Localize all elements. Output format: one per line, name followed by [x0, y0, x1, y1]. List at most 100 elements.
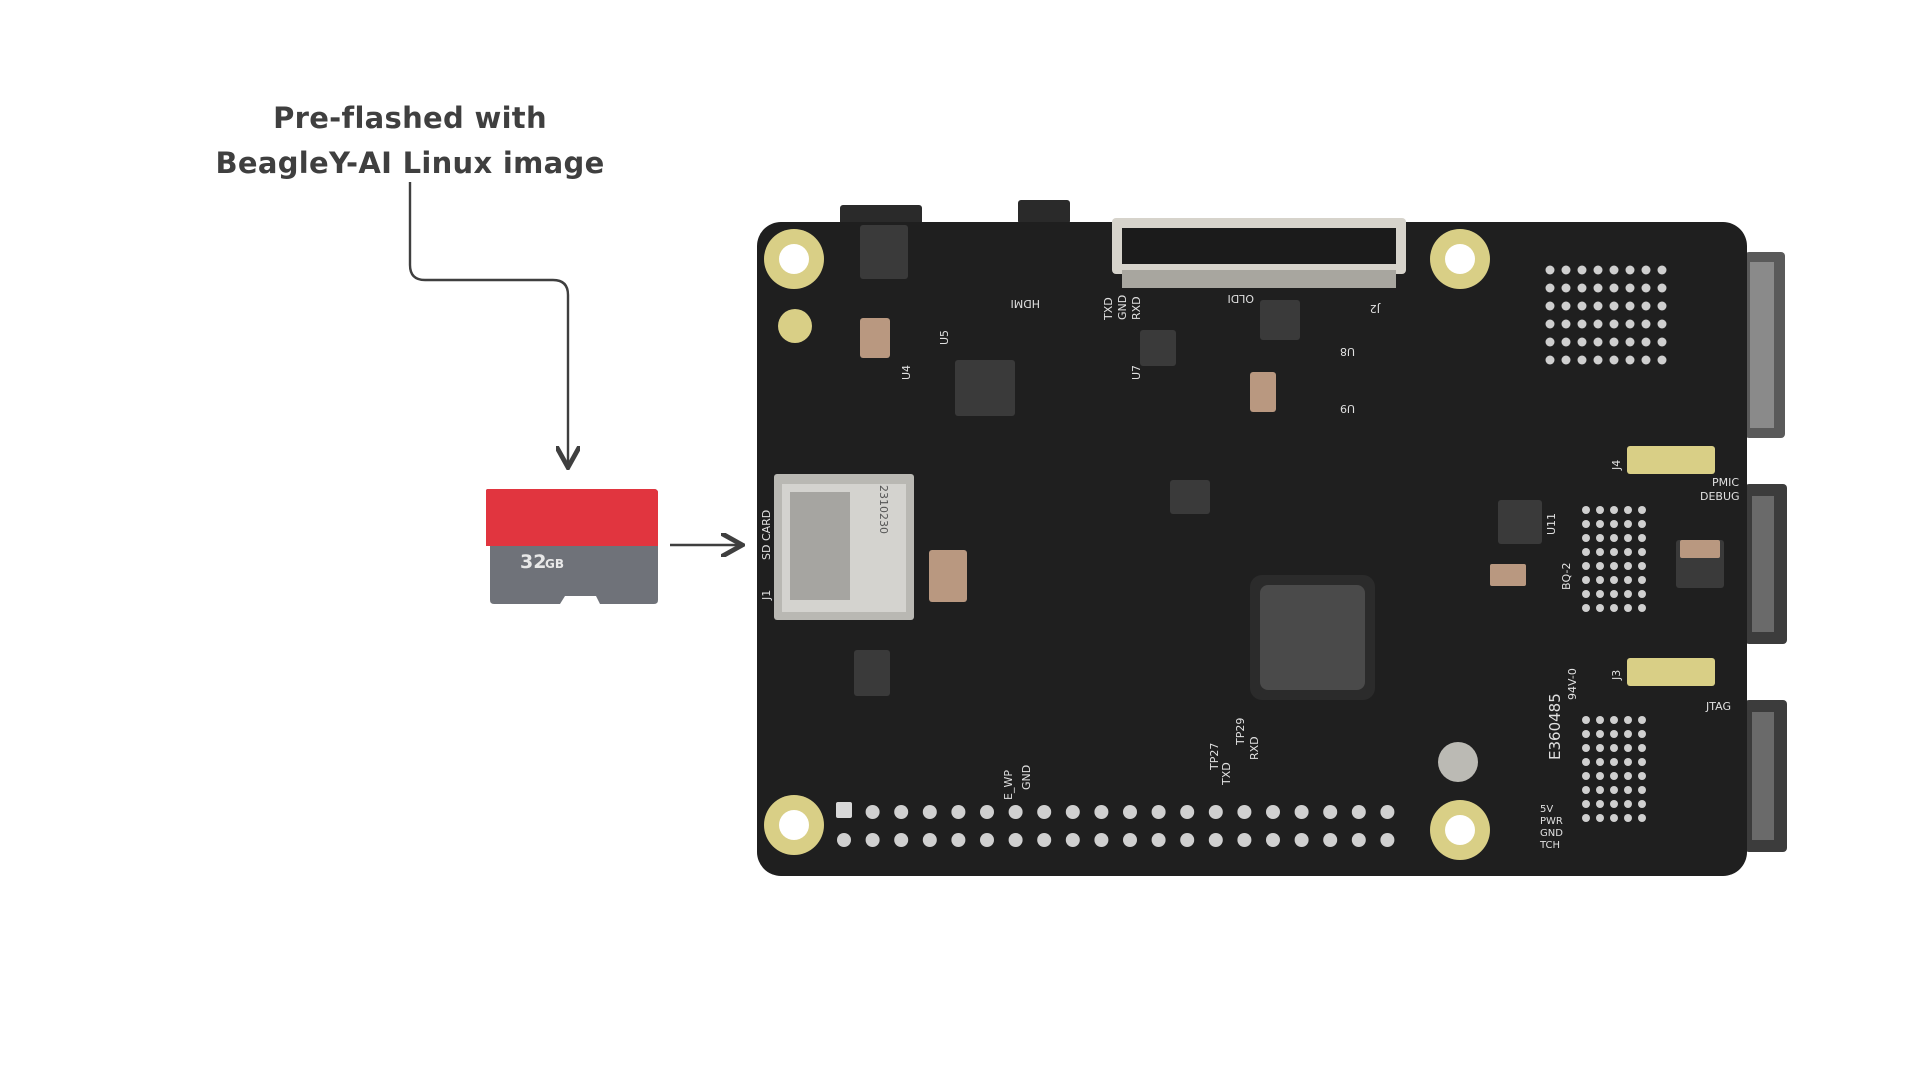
gpio-pin — [1294, 805, 1309, 819]
solder-pad — [1596, 758, 1604, 766]
gpio-pin — [865, 805, 880, 819]
solder-pad — [1624, 590, 1632, 598]
gpio-pin — [1237, 833, 1252, 847]
solder-pad — [1561, 337, 1571, 347]
solder-pad — [1638, 758, 1646, 766]
solder-pad — [1582, 716, 1590, 724]
gpio-pin — [1180, 805, 1195, 819]
solder-pad — [1610, 576, 1618, 584]
solder-pad — [1610, 604, 1618, 612]
solder-pad — [1638, 576, 1646, 584]
label-u4: U4 — [900, 365, 913, 380]
solder-pad — [1593, 355, 1603, 365]
solder-pad — [1596, 814, 1604, 822]
solder-pad — [1657, 265, 1667, 275]
annotation-line-2: BeagleY-AI Linux image — [215, 146, 605, 180]
solder-pad — [1638, 590, 1646, 598]
solder-pad — [1582, 534, 1590, 542]
solder-pad — [1582, 604, 1590, 612]
label-bq2: BQ-2 — [1560, 563, 1573, 590]
solder-pad — [1624, 548, 1632, 556]
label-rating: 94V-0 — [1566, 668, 1579, 700]
gpio-pin — [1380, 805, 1395, 819]
solder-pad — [1610, 506, 1618, 514]
gpio-pin — [1351, 833, 1366, 847]
solder-pad — [1596, 506, 1604, 514]
solder-pad — [1657, 301, 1667, 311]
solder-pad — [1610, 716, 1618, 724]
gpio-pin — [1037, 805, 1052, 819]
solder-pad — [1577, 283, 1587, 293]
solder-pad — [1593, 301, 1603, 311]
gpio-pin — [1351, 805, 1366, 819]
label-txd: TXD — [1102, 297, 1115, 321]
solder-pad — [1609, 265, 1619, 275]
solder-pad — [1641, 301, 1651, 311]
gpio-pin — [1208, 833, 1223, 847]
solder-pad — [1624, 744, 1632, 752]
sd-unit: GB — [545, 557, 564, 571]
solder-pad — [1624, 716, 1632, 724]
annotation-line-1: Pre-flashed with — [273, 101, 547, 135]
gpio-pin — [1323, 833, 1338, 847]
label-pwr: PWR — [1540, 816, 1563, 827]
gpio-pin — [951, 805, 966, 819]
gpio-pin — [837, 833, 851, 847]
solder-pad — [1638, 716, 1646, 724]
solder-pad — [1638, 786, 1646, 794]
solder-pad — [1610, 562, 1618, 570]
solder-pad — [1596, 534, 1604, 542]
gpio-pin — [1151, 833, 1166, 847]
label-date: 2310230 — [877, 485, 890, 534]
solder-pad — [1610, 772, 1618, 780]
solder-pad — [1593, 319, 1603, 329]
solder-pad — [1582, 562, 1590, 570]
solder-pad — [1577, 337, 1587, 347]
solder-pad — [1577, 301, 1587, 311]
solder-pad — [1624, 576, 1632, 584]
solder-pad — [1596, 772, 1604, 780]
solder-pad — [1545, 301, 1555, 311]
gpio-pin — [1094, 805, 1109, 819]
gpio-pin — [1065, 833, 1080, 847]
label-gnd: GND — [1116, 295, 1129, 320]
label-txd-2: TXD — [1220, 762, 1233, 786]
microsd-card: 32 GB — [486, 489, 658, 604]
gpio-pin — [922, 833, 937, 847]
solder-pad — [1625, 355, 1635, 365]
solder-pad — [1638, 506, 1646, 514]
solder-pad — [1577, 265, 1587, 275]
label-j4: J4 — [1610, 460, 1623, 471]
label-u9: U9 — [1340, 402, 1355, 415]
solder-pad — [1638, 772, 1646, 780]
gpio-pin — [1123, 805, 1137, 819]
solder-pad — [1609, 283, 1619, 293]
label-e-wp: E_WP — [1002, 770, 1015, 800]
solder-pad — [1596, 576, 1604, 584]
gpio-pin — [1008, 805, 1023, 819]
solder-pad — [1657, 283, 1667, 293]
label-oldi: OLDI — [1227, 292, 1254, 305]
solder-pad — [1624, 604, 1632, 612]
solder-pad — [1582, 772, 1590, 780]
callout-arrow — [408, 182, 568, 465]
solder-pad — [1596, 786, 1604, 794]
solder-pad — [1609, 301, 1619, 311]
solder-pad — [1596, 744, 1604, 752]
solder-pad — [1657, 337, 1667, 347]
solder-pad — [1610, 534, 1618, 542]
gpio-pin — [1065, 805, 1080, 819]
solder-pad — [1610, 520, 1618, 528]
solder-pad — [1561, 355, 1571, 365]
label-5v: 5V — [1540, 804, 1553, 815]
solder-pad — [1561, 265, 1571, 275]
gpio-pin — [922, 805, 937, 819]
gpio-pin — [980, 805, 994, 819]
solder-pad — [1609, 355, 1619, 365]
solder-pad — [1624, 814, 1632, 822]
label-debug: DEBUG — [1700, 490, 1740, 503]
solder-pad — [1624, 758, 1632, 766]
solder-pad — [1596, 730, 1604, 738]
label-j2: J2 — [1370, 302, 1381, 315]
gpio-pin — [894, 833, 909, 847]
